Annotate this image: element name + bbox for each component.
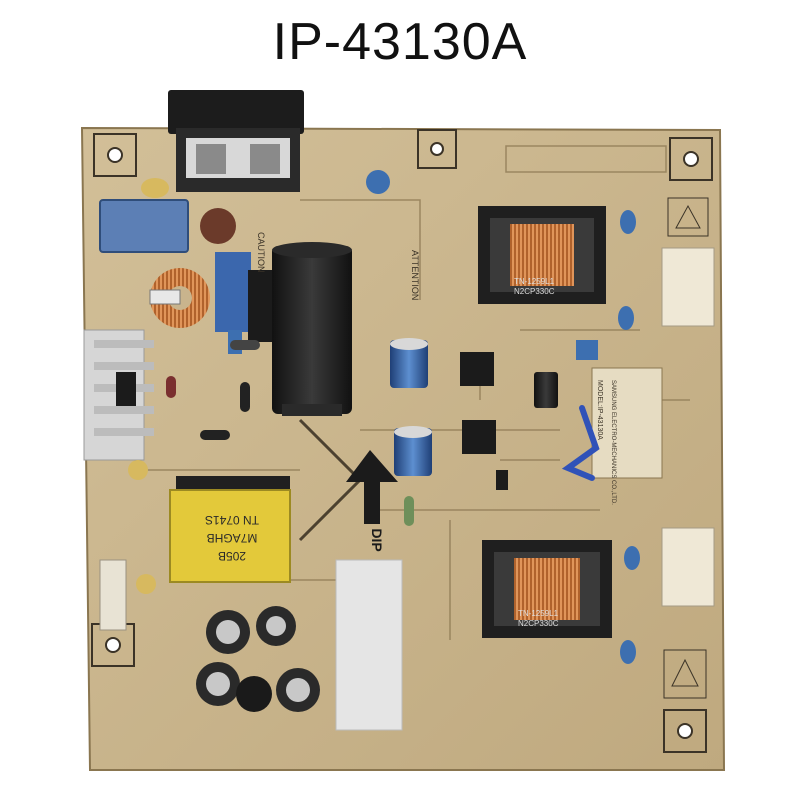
hv-warning-bottom <box>663 649 707 699</box>
yellow-cap <box>141 178 169 198</box>
inverter-transformer-bottom: TN-1259L1 N2CP330C <box>482 540 612 638</box>
heat-shield <box>335 559 403 731</box>
main-transformer: 205B M7AGHB TN 0741S <box>169 476 291 583</box>
mid-capacitors <box>390 338 558 476</box>
warning-silkscreen: ATTENTION CAUTION <box>256 232 420 300</box>
connector-bottom-left <box>99 559 127 631</box>
diodes <box>166 340 414 526</box>
integrated-circuits <box>460 340 598 490</box>
transformer-line-3: TN 0741S <box>205 513 259 527</box>
hv-warning-top <box>667 197 709 237</box>
heatsink-left <box>83 329 154 461</box>
blue-ceramic-cap <box>366 170 390 194</box>
toroid-inductor <box>149 268 210 328</box>
inverter-transformer-top: TN-1259L1 N2CP330C <box>478 206 606 304</box>
inverter-bottom-line-2: N2CP330C <box>518 619 559 628</box>
yellow-cap-2 <box>128 460 148 480</box>
ac-power-inlet <box>168 90 304 192</box>
inverter-top-line-1: TN-1259L1 <box>514 277 555 286</box>
page-title: IP-43130A <box>272 13 528 71</box>
brand-label: SAMSUNG ELECTRO-MECHANICS CO.,LTD. <box>610 380 616 505</box>
dip-label: DIP <box>369 528 385 551</box>
transformer-line-2: M7AGHB <box>207 531 258 545</box>
silkscreen-traces <box>140 145 690 640</box>
output-capacitors <box>196 606 320 712</box>
inverter-caps <box>618 210 640 664</box>
attention-label: ATTENTION <box>410 250 420 300</box>
brown-cap <box>200 208 236 244</box>
lamp-connectors <box>661 247 715 607</box>
bulk-capacitor <box>272 242 352 416</box>
marker-scribble <box>561 405 600 481</box>
transformer-line-1: 205B <box>218 549 246 563</box>
model-sticker: MODEL:IP-43130A SAMSUNG ELECTRO-MECHANIC… <box>591 367 663 505</box>
x-capacitor <box>99 199 189 253</box>
model-label: MODEL:IP-43130A <box>596 380 603 440</box>
yellow-cap-3 <box>136 574 156 594</box>
mounting-holes <box>91 129 713 753</box>
dip-marker: DIP <box>346 450 398 552</box>
caution-label: CAUTION <box>256 232 266 273</box>
inverter-top-line-2: N2CP330C <box>514 287 555 296</box>
inverter-bottom-line-1: TN-1259L1 <box>518 609 559 618</box>
